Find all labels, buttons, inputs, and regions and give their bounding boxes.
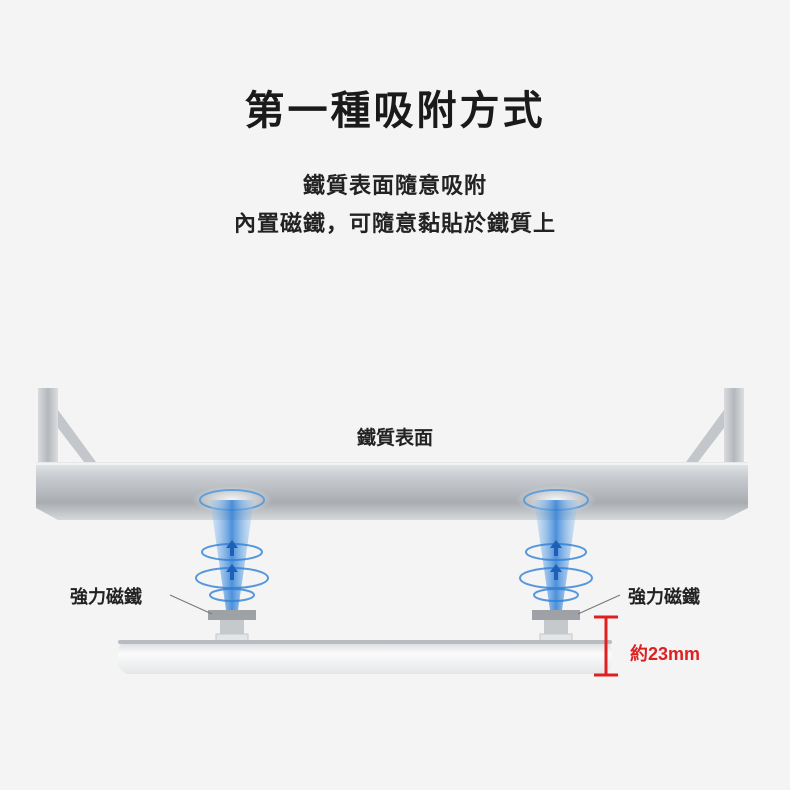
leader-line-right	[577, 594, 621, 615]
arrow-up-icon	[550, 564, 562, 580]
iron-surface-label: 鐵質表面	[356, 427, 433, 449]
magnetic-field-right	[516, 486, 596, 610]
frame-post-left	[38, 388, 58, 480]
subtitle-line-2: 內置磁鐵，可隨意黏貼於鐵質上	[233, 212, 556, 237]
arrow-up-icon	[226, 540, 238, 556]
page-title: 第一種吸附方式	[244, 88, 546, 134]
light-tube	[118, 640, 612, 674]
frame-brace-left	[58, 410, 96, 462]
frame-brace-right	[686, 410, 724, 462]
arrow-up-icon	[226, 564, 238, 580]
iron-beam	[36, 462, 748, 520]
magnet-label-left: 強力磁鐵	[70, 587, 142, 608]
leader-line-left	[169, 594, 213, 615]
magnet-label-right: 強力磁鐵	[628, 587, 700, 608]
magnetic-field-left	[192, 486, 272, 610]
height-dimension-marker	[594, 615, 618, 677]
height-measurement-label: 約23mm	[630, 644, 701, 664]
arrow-up-icon	[550, 540, 562, 556]
frame-post-right	[724, 388, 744, 480]
subtitle-line-1: 鐵質表面隨意吸附	[302, 174, 487, 199]
